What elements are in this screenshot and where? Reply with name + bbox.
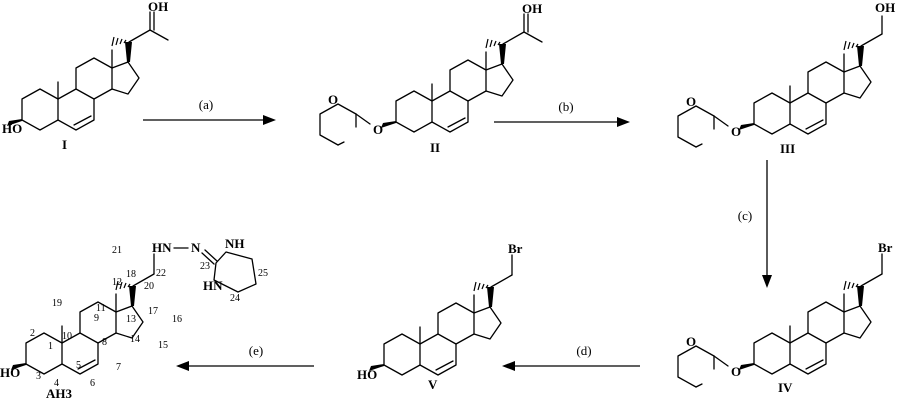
atom-number: 6	[90, 378, 95, 389]
compound-label-IV: IV	[778, 380, 793, 395]
step-label-e: (e)	[249, 343, 263, 358]
atom-number: 7	[116, 362, 121, 373]
thp-group-III: O O	[677, 94, 741, 148]
atom-number: 9	[94, 313, 99, 324]
atom-number: 21	[112, 245, 122, 256]
compound-label-I: I	[62, 137, 67, 152]
compound-AH3: HO HN N NH HN	[0, 236, 257, 380]
atom-label: HO	[357, 367, 377, 382]
atom-label: O	[686, 94, 696, 109]
atom-number: 14	[130, 334, 140, 345]
atom-number: 10	[62, 331, 72, 342]
atom-number: 11	[96, 303, 106, 314]
reaction-arrow-e: (e)	[176, 343, 314, 371]
atom-number: 15	[158, 340, 168, 351]
atom-number: 13	[126, 314, 136, 325]
atom-number: 18	[126, 269, 136, 280]
compound-V: Br HO	[357, 241, 523, 382]
compound-label-AH3: AH3	[46, 386, 73, 401]
atom-number: 19	[52, 298, 62, 309]
reaction-arrow-d: (d)	[502, 343, 640, 371]
atom-label: N	[191, 240, 201, 255]
step-label-a: (a)	[199, 97, 213, 112]
atom-label: HN	[152, 240, 172, 255]
atom-label: O	[731, 124, 741, 139]
atom-label: Br	[508, 241, 523, 256]
reaction-arrow-b: (b)	[494, 99, 630, 127]
atom-number: 4	[54, 378, 59, 389]
atom-numbering: 1 2 3 4 5 6 7 8 9 10 11 12 13 14 15 16 1…	[30, 245, 268, 389]
atom-label: Br	[878, 240, 893, 255]
step-label-b: (b)	[558, 99, 573, 114]
atom-number: 2	[30, 328, 35, 339]
atom-number: 8	[102, 337, 107, 348]
atom-number: 25	[258, 268, 268, 279]
atom-label: HO	[0, 365, 20, 380]
atom-label: O	[328, 92, 338, 107]
compound-III: OH	[739, 0, 895, 135]
atom-label: HO	[2, 121, 22, 136]
atom-number: 3	[36, 371, 41, 382]
atom-number: 12	[112, 277, 122, 288]
atom-label: HN	[203, 278, 223, 293]
compound-IV: Br	[739, 240, 893, 375]
atom-label: O	[686, 334, 696, 349]
atom-label: O	[373, 122, 383, 137]
thp-group-IV: O O	[677, 334, 741, 388]
atom-label: O	[731, 364, 741, 379]
compound-II: OH	[381, 1, 543, 133]
compound-I: OH HO	[2, 0, 169, 136]
atom-label: OH	[148, 0, 168, 14]
compound-label-II: II	[430, 140, 440, 155]
atom-label: OH	[522, 1, 542, 16]
atom-number: 23	[200, 261, 210, 272]
step-label-c: (c)	[738, 208, 752, 223]
atom-number: 22	[156, 268, 166, 279]
atom-label: NH	[225, 236, 245, 251]
atom-number: 17	[148, 306, 158, 317]
reaction-arrow-a: (a)	[143, 97, 276, 125]
atom-number: 1	[48, 341, 53, 352]
atom-number: 16	[172, 314, 182, 325]
atom-label: OH	[875, 0, 895, 15]
reaction-arrow-c: (c)	[738, 160, 772, 288]
atom-number: 20	[144, 281, 154, 292]
step-label-d: (d)	[576, 343, 591, 358]
atom-number: 5	[76, 360, 81, 371]
atom-number: 24	[230, 293, 240, 304]
compound-label-V: V	[428, 377, 438, 392]
compound-label-III: III	[780, 141, 795, 156]
thp-group-II: O O	[319, 92, 383, 146]
